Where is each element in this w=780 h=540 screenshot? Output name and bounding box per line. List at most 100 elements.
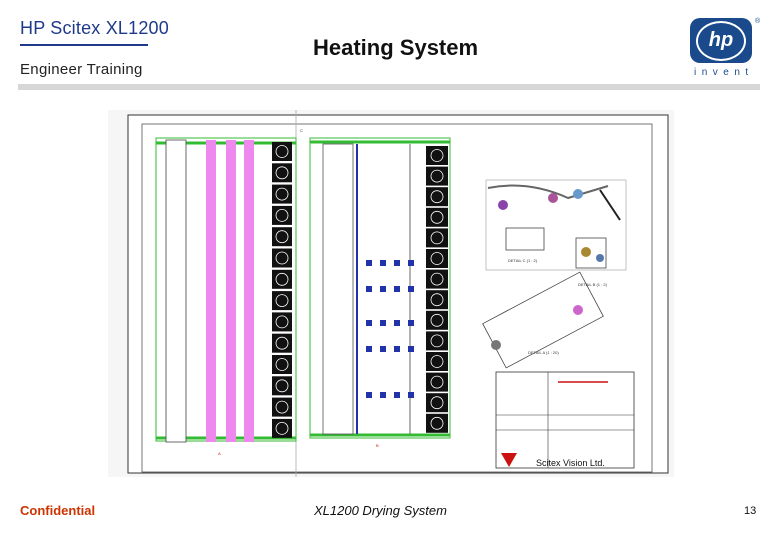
fan-blade (275, 230, 289, 244)
fan-unit (426, 207, 448, 227)
subtitle: Engineer Training (20, 61, 143, 78)
lamp (408, 286, 414, 292)
lamp (380, 260, 386, 266)
fan-unit (426, 146, 448, 165)
sheet-inner-border (141, 123, 653, 473)
header-divider (18, 84, 760, 90)
fan-unit (272, 269, 292, 289)
hp-logo: hp (690, 18, 752, 63)
fan-unit (272, 163, 292, 183)
section-label-c: C (300, 128, 303, 133)
fan-blade (275, 145, 289, 158)
lamp (394, 260, 400, 266)
page-title: Heating System (313, 35, 479, 60)
fan-blade (430, 231, 444, 245)
lamp (380, 346, 386, 352)
fan-blade (430, 272, 444, 286)
brand-underline (20, 44, 148, 46)
lamp (394, 320, 400, 326)
fan-unit (426, 393, 448, 413)
fan-unit (272, 376, 292, 396)
lamp (366, 392, 372, 398)
detail-label-b: DETAIL B (1 : 2) (578, 282, 608, 287)
fan-blade (430, 334, 444, 348)
detail-views (482, 179, 627, 369)
section-label-a: A (218, 451, 221, 456)
fan-unit (426, 249, 448, 268)
fan-unit (272, 397, 292, 417)
fan-unit (272, 333, 292, 353)
fan-blade (275, 358, 289, 371)
detail-label-a: DETAIL A (1 : 20) (528, 350, 559, 355)
fan-blade (275, 421, 289, 435)
section-label-b: B (376, 443, 379, 448)
lamp (366, 260, 372, 266)
fan-blade (430, 169, 444, 183)
fan-unit (426, 290, 448, 310)
lamp (408, 346, 414, 352)
left-frame-assembly (155, 137, 297, 443)
fan-blade (430, 252, 444, 265)
fan-blade (275, 272, 289, 286)
fan-blade (430, 416, 444, 430)
fan-blade (275, 166, 289, 180)
fan-blade (430, 190, 444, 204)
fan-unit (272, 142, 292, 161)
title-block-company: Scitex Vision Ltd. (536, 458, 605, 468)
fan-blade (275, 379, 289, 393)
fan-blade (275, 336, 289, 350)
heater-strip (244, 140, 254, 442)
lamp (380, 392, 386, 398)
lamp (394, 346, 400, 352)
heater-strip (226, 140, 236, 442)
lamp (408, 320, 414, 326)
fan-unit (272, 248, 292, 268)
fan-unit (272, 312, 292, 332)
fan-blade (275, 187, 289, 201)
lamp (366, 320, 372, 326)
fan-blade (430, 210, 444, 224)
fan-unit (426, 331, 448, 351)
fan-unit (426, 187, 448, 207)
lamp (380, 320, 386, 326)
fan-unit (426, 166, 448, 186)
fan-unit (272, 418, 292, 438)
fan-unit (426, 372, 448, 392)
fan-blade (430, 149, 444, 162)
fan-unit (272, 291, 292, 311)
fan-blade (430, 355, 444, 368)
lamp (408, 260, 414, 266)
heater-strip (206, 140, 216, 442)
hp-tagline: invent (694, 67, 754, 78)
lamp (408, 392, 414, 398)
fan-unit (426, 310, 448, 330)
lamp (394, 392, 400, 398)
fan-blade (430, 293, 444, 307)
fan-unit (272, 205, 292, 225)
fan-unit (272, 355, 292, 374)
engineering-drawing: Scitex Vision Ltd. DETAIL C (1 : 2) DETA… (108, 110, 674, 477)
fan-unit (272, 227, 292, 247)
footer-title: XL1200 Drying System (314, 503, 447, 518)
fan-unit (426, 413, 448, 433)
fan-unit (426, 269, 448, 289)
detail-label-c: DETAIL C (1 : 2) (508, 258, 538, 263)
lamp (380, 286, 386, 292)
fan-blade (275, 209, 289, 222)
fan-blade (430, 396, 444, 410)
confidential-label: Confidential (20, 503, 96, 518)
lamp (366, 286, 372, 292)
fan-blade (430, 313, 444, 327)
brand-title: HP Scitex XL1200 (20, 18, 169, 38)
registered-mark: ® (755, 18, 761, 25)
middle-frame-assembly (309, 137, 451, 439)
fan-unit (426, 228, 448, 248)
lamp (366, 346, 372, 352)
fan-unit (272, 184, 292, 204)
title-block (495, 371, 635, 469)
fan-blade (275, 251, 289, 265)
lamp (394, 286, 400, 292)
fan-blade (275, 294, 289, 308)
page-number: 13 (744, 505, 757, 517)
fan-blade (275, 400, 289, 414)
